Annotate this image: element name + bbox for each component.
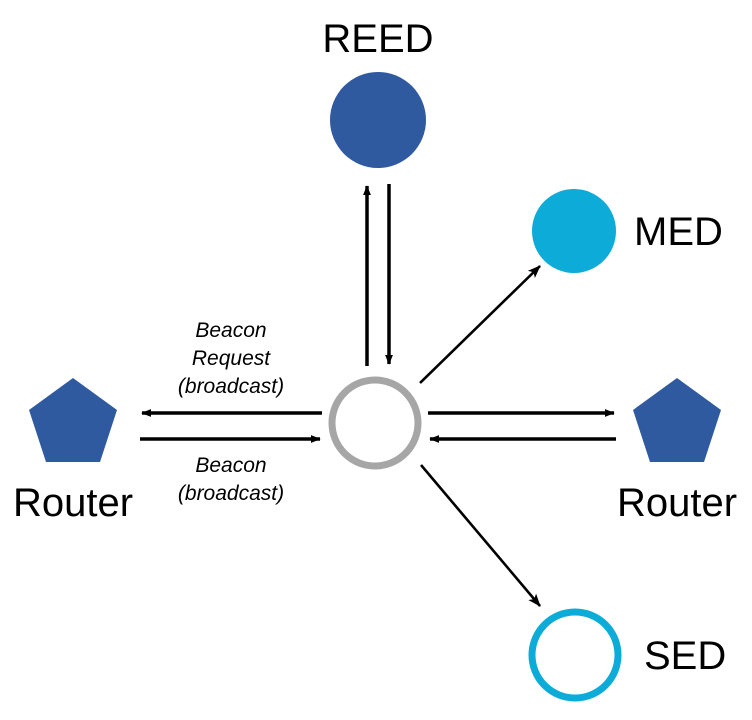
node-reed[interactable] xyxy=(330,72,426,168)
edge-label-beacon: Beacon (broadcast) xyxy=(178,454,284,505)
node-router-right[interactable] xyxy=(633,378,721,462)
edge-label-line: Request xyxy=(192,347,271,370)
edge-label-line: Beacon xyxy=(195,319,266,342)
edge-center-to-sed xyxy=(420,464,541,607)
node-label-router-left: Router xyxy=(13,481,133,525)
edge-label-line: Beacon xyxy=(195,454,266,477)
edge-label-line: (broadcast) xyxy=(178,482,284,505)
edge-label-beacon-request: Beacon Request (broadcast) xyxy=(178,319,284,398)
nodes-layer xyxy=(29,72,721,702)
labels-layer: REED MED SED Router Router Beacon Reques… xyxy=(13,17,737,678)
node-label-med: MED xyxy=(634,210,723,254)
edges-layer xyxy=(140,184,616,607)
node-center-device[interactable] xyxy=(328,376,422,470)
node-med[interactable] xyxy=(532,189,616,273)
edge-center-to-med xyxy=(419,265,541,384)
node-label-sed: SED xyxy=(644,634,726,678)
edge-label-line: (broadcast) xyxy=(178,375,284,398)
node-label-router-right: Router xyxy=(617,481,737,525)
node-sed[interactable] xyxy=(528,608,622,702)
node-label-reed: REED xyxy=(322,17,433,61)
node-router-left[interactable] xyxy=(29,378,117,462)
